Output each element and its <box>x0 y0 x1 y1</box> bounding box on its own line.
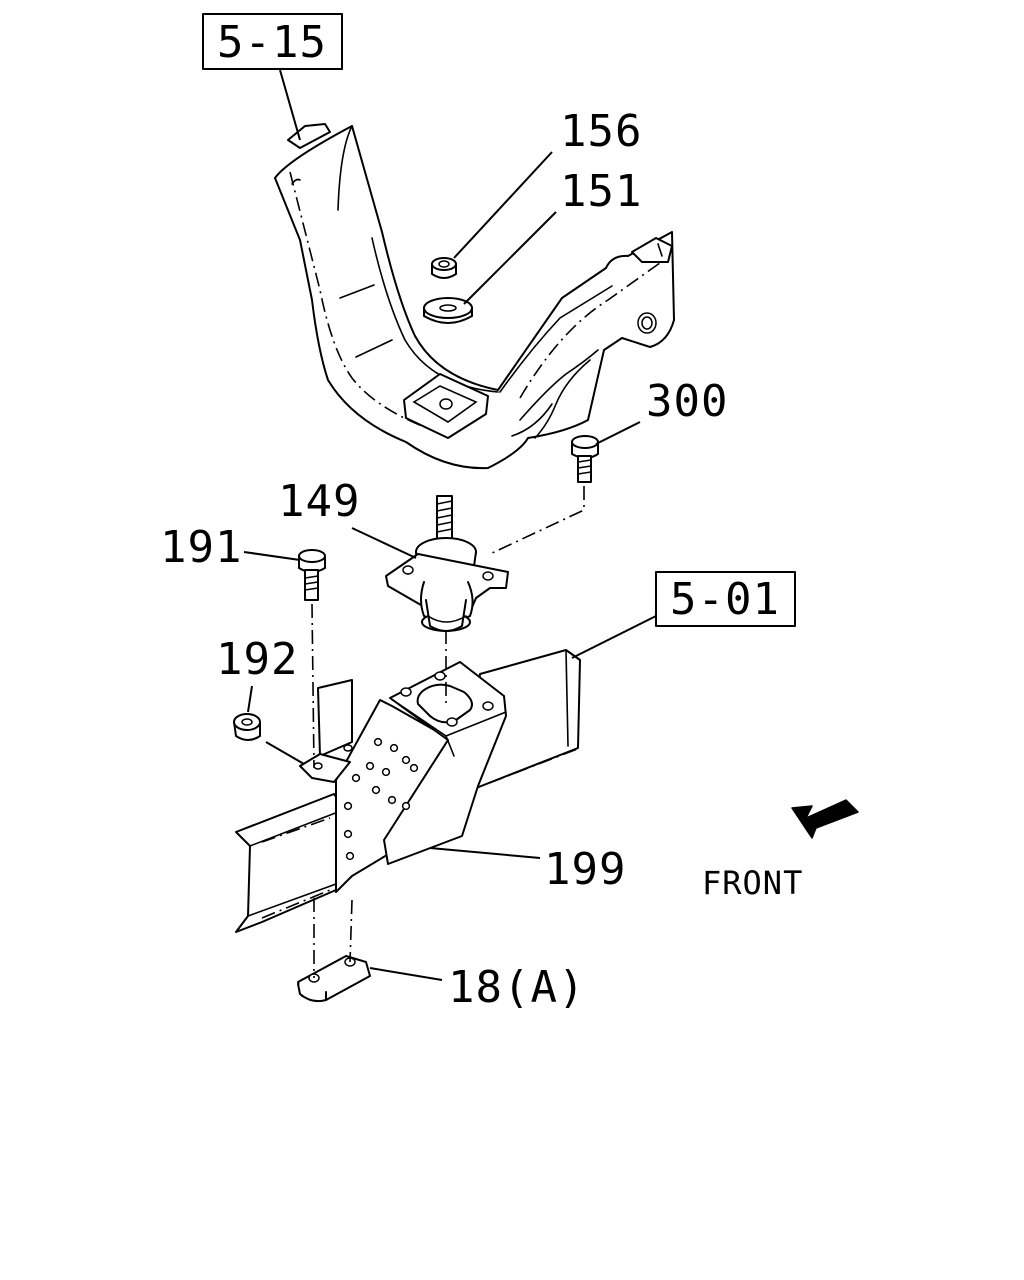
callout-18a: 18(A) <box>448 962 585 1013</box>
ref-frame-top-label: 5-15 <box>217 17 327 68</box>
callout-156: 156 <box>560 106 642 157</box>
part-149-mount <box>385 495 509 632</box>
part-156-nut <box>431 257 457 279</box>
part-192-nut <box>233 713 261 741</box>
ref-frame-bottom-label: 5-01 <box>670 574 780 625</box>
callout-300: 300 <box>646 376 728 427</box>
part-18a-plate <box>297 955 371 1003</box>
front-arrow-icon <box>791 799 859 839</box>
part-151-washer <box>423 297 473 324</box>
part-191-bolt <box>298 549 326 601</box>
part-300-bolt <box>571 435 599 483</box>
upper-bracket <box>274 123 675 470</box>
callout-192: 192 <box>216 634 298 685</box>
assembly-lines <box>311 486 585 978</box>
callout-191: 191 <box>160 522 242 573</box>
callout-149: 149 <box>278 476 360 527</box>
front-label: FRONT <box>702 864 803 902</box>
part-199-bracket <box>299 661 507 893</box>
leader-lines <box>243 69 657 981</box>
callout-151: 151 <box>560 166 642 217</box>
ref-box-5-15: 5-15 <box>202 13 343 70</box>
callout-199: 199 <box>544 844 626 895</box>
ref-box-5-01: 5-01 <box>655 571 796 627</box>
